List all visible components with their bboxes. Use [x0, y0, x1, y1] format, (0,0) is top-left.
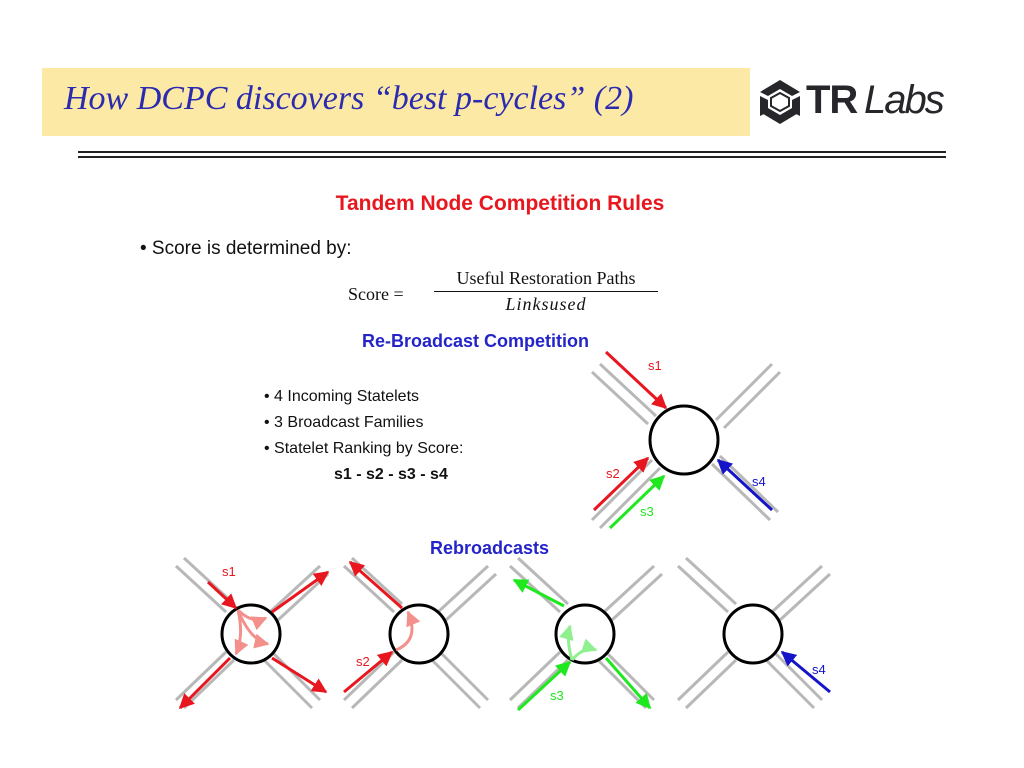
section-heading: Tandem Node Competition Rules: [335, 192, 665, 215]
arrow-s3-in: [516, 660, 572, 712]
arrow-out-sw: [178, 656, 232, 710]
title-box: [42, 68, 750, 136]
formula-denominator: Linksused: [505, 294, 587, 314]
arrow-s2-in: [343, 650, 394, 694]
arrow-out-se: [604, 657, 652, 710]
arrow-out-ne: [271, 570, 330, 614]
arrow-s1: [604, 350, 668, 410]
label-s2: s2: [606, 466, 620, 481]
path-lgreen-1: [559, 624, 574, 661]
main-node-group: s1 s2 s3 s4: [590, 350, 782, 530]
arrow-s3: [608, 474, 666, 530]
rebroadcast-node-s3: s3: [508, 556, 664, 712]
bullet-families: • 3 Broadcast Families: [264, 414, 424, 431]
path-pink: [395, 610, 421, 652]
rebroadcasts-title: Rebroadcasts: [430, 538, 550, 558]
bullet-incoming: • 4 Incoming Statelets: [264, 388, 420, 405]
path-pink-3: [236, 609, 270, 649]
rebroadcast-node-s4: s4: [676, 556, 832, 710]
title-rule-bottom: [78, 156, 946, 158]
logo-tr-text: TR: [806, 78, 858, 122]
rebroadcast-node-s1: s1: [174, 556, 330, 710]
label-s1: s1: [222, 564, 236, 579]
rebroadcast-competition-title: Re-Broadcast Competition: [362, 331, 590, 351]
arrow-s1-in: [206, 580, 238, 610]
path-lgreen-2: [570, 638, 598, 661]
formula-numerator: Useful Restoration Paths: [434, 268, 658, 292]
formula-fraction: Useful Restoration Paths Linksused: [434, 268, 658, 315]
arrow-s4: [716, 458, 774, 512]
main-node-circle: [648, 404, 720, 476]
trlabs-logo: TR Labs: [756, 76, 956, 128]
label-s3: s3: [550, 688, 564, 703]
node-circle: [554, 603, 616, 665]
label-s1: s1: [648, 358, 662, 373]
slide-title: How DCPC discovers “best p-cycles” (2): [64, 80, 634, 117]
ranking-text: s1 - s2 - s3 - s4: [334, 466, 448, 483]
arrow-out-nw: [512, 578, 565, 608]
arrow-out-se: [271, 656, 328, 694]
arrow-s2: [592, 456, 650, 512]
node-circle: [722, 603, 784, 665]
score-bullet: • Score is determined by:: [140, 238, 352, 259]
bullet-ranking: • Statelet Ranking by Score:: [264, 440, 464, 457]
label-s2: s2: [356, 654, 370, 669]
label-s4: s4: [812, 662, 826, 677]
label-s4: s4: [752, 474, 766, 489]
formula-lhs: Score =: [348, 284, 404, 304]
title-rule-top: [78, 151, 946, 153]
node-circle: [388, 603, 450, 665]
logo-labs-text: Labs: [864, 78, 945, 122]
arrow-s4-in: [780, 650, 831, 694]
label-s3: s3: [640, 504, 654, 519]
competition-bullets: • 4 Incoming Statelets • 3 Broadcast Fam…: [264, 384, 463, 488]
rebroadcast-node-s2: s2: [342, 556, 498, 710]
arrow-out-nw: [348, 560, 403, 610]
trlabs-logo-icon: [760, 80, 800, 124]
